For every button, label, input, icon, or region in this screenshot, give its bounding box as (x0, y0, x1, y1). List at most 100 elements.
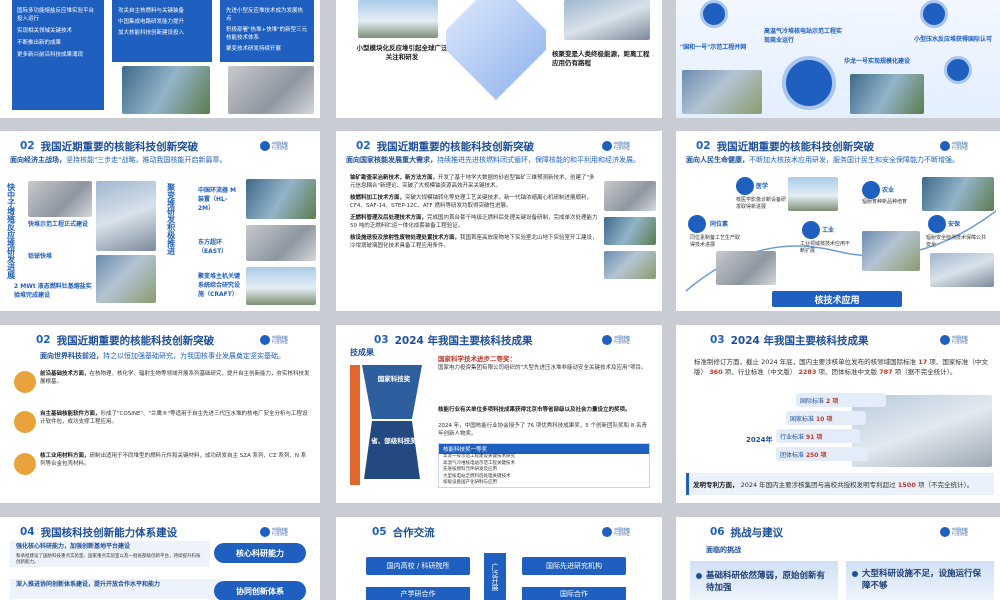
node-circle-3 (944, 56, 972, 84)
list-item: 铀矿勘查采治新技术，新方法方面，开发了基于地学大数据的砂岩型铀矿三维预测新技术，… (350, 175, 595, 189)
slide-thumb-r1-c1[interactable]: 国际多功能熔盐反应堆实验平台投入运行 实现相关领域关键技术 不断推出新的成果 更… (0, 0, 320, 118)
stat-bar: 行业标准 91 项 (776, 429, 860, 443)
tri-top-label: 国家科技奖 (377, 375, 411, 383)
slide-title: 我国近期重要的核能科技创新突破 (376, 140, 535, 153)
slide-thumb-r1-c3[interactable]: "国和一号"示范工程并网 高温气冷堆核电站示范工程实现商业运行 华龙一号实现规模… (676, 0, 1000, 118)
slide-thumb-r4-c1[interactable]: 04 我国核科技创新能力体系建设 中国核能行业协会 强化核心科研能力，加强创新基地… (0, 517, 320, 600)
east-label: 东方超环（EAST） (198, 239, 228, 255)
point-title-1: 强化核心科研能力，加强创新基地平台建设 (16, 543, 131, 550)
agri-icon (862, 181, 880, 199)
fuel-photo-3 (604, 251, 656, 279)
slide-thumb-r1-c2[interactable]: 小型模块化反应堆引起全球广泛关注和研发 核聚变是人类终极能源，距离工程应用仍有路… (336, 0, 662, 118)
bullet-icon-2 (14, 411, 36, 433)
msr-label: 2 MWt 液态燃料钍基熔盐实验堆完成建设 (14, 283, 92, 299)
slide-title: 2024 年我国主要核科技成果 (394, 334, 533, 347)
col3-3: 聚变技术研发持续开展 (226, 45, 282, 52)
section-num: 02 (356, 140, 371, 152)
section-num: 04 (20, 526, 35, 538)
bullet-dot (696, 573, 702, 579)
col2-3: 加大核能科技创新建设投入 (118, 29, 185, 36)
left-caption: 技成果 (350, 348, 374, 357)
table-row: 核级设备国产化研制与应用 (443, 480, 497, 486)
cat-agri: 农业 (882, 187, 895, 194)
medical-photo (788, 177, 838, 211)
company-logo: 中国核能行业协会 (260, 140, 312, 152)
msr-photo (96, 255, 156, 303)
list-item: 自主基础核能软件方面，形成了"COSINE"、"兰鹰®"等适用于自主先进三代压水… (40, 411, 308, 425)
subtitle-lead: 面向经济主战场， (10, 156, 66, 164)
section-num: 02 (36, 334, 51, 346)
lbe-photo (96, 181, 156, 251)
bullet-dot (852, 571, 858, 577)
fast-reactor-photo (28, 181, 92, 217)
point-title-2: 深入推进协同创新体系建设，提升开放合作水平和能力 (16, 581, 161, 588)
section-num: 02 (696, 140, 711, 152)
node-circle-2 (920, 0, 948, 28)
bullet-panel-1: 国际多功能熔盐反应堆实验平台投入运行 实现相关领域关键技术 不断推出新的成果 更… (12, 0, 104, 110)
agri-photo (922, 177, 994, 211)
subtitle-body: 持之以恒加强基础研究，为我国核事业发展奠定坚实基础。 (103, 352, 285, 360)
company-logo: 中国核能行业协会 (260, 334, 312, 346)
craft-label: 聚变堆主机关键系统综合研究设施（CRAFT） (198, 273, 241, 298)
year-label: 2024年 (746, 436, 773, 444)
company-logo: 中国核能行业协会 (260, 526, 312, 538)
slide-title: 我国核科技创新能力体系建设 (40, 526, 178, 539)
slide-title: 合作交流 (392, 526, 435, 539)
slide-thumb-r3-c1[interactable]: 02 我国近期重要的核能科技创新突破 中国核能行业协会 面向世界科技前沿，持之以恒… (0, 325, 320, 503)
company-logo: 中国核能行业协会 (602, 140, 654, 152)
award-pyramid (350, 365, 422, 485)
assoc-text: 2024 年，中国核能行业协会授予了 76 项优秀科技成果奖，5 个创新团队奖和… (438, 423, 647, 437)
fast-reactor-label: 快堆示范工程正式建设 (28, 221, 89, 228)
tri-bot-label: 省、部级科技奖 (371, 437, 417, 445)
cat-isotope-desc: 同位素制备工艺生产取得技术进展 (690, 235, 741, 249)
bullet-panel-2: 攻关自主核燃料与关键装备 中国集成电路研发能力提升 加大核能科技创新建设投入 (112, 0, 212, 62)
cat-medical: 医学 (756, 183, 769, 190)
table-row: 华龙一号示范工程建设关键技术研究 (443, 454, 515, 459)
bullet-3: 不断推出新的成果 (17, 39, 62, 46)
award-title: 国家科学技术进步二等奖： (438, 355, 516, 363)
industry-icon (802, 221, 820, 239)
section-num: 05 (372, 526, 387, 538)
challenge-card-2: 大型科研设施不足，设施运行保障不够 (846, 561, 994, 600)
medical-icon (736, 177, 754, 195)
table-row: 高温气冷堆核电站示范工程关键技术 (443, 460, 515, 466)
fusion-photo (564, 0, 650, 40)
subtitle-lead: 面向世界科技前沿， (40, 352, 103, 360)
pill-collab: 协同创新体系 (214, 581, 306, 600)
provincial-text: 核能行业有关单位多项科技成果获得北京市等省部级以及社会力量设立的奖项。 (438, 407, 631, 413)
list-item: 核工业用材料方面，研制出适用于不同堆型的燃料元件和关键材料，成功研发自主 SZA… (40, 453, 307, 467)
col2-1: 攻关自主核燃料与关键装备 (118, 8, 185, 14)
scale-tag: 华龙一号实现规模化建设 (844, 58, 911, 65)
hl2m-label: 中国环流器 M 装置（HL-2M） (198, 187, 237, 212)
bullet-2: 实现相关领域关键技术 (17, 27, 73, 34)
col3-1: 先进小型反应堆技术成为发展热点 (226, 8, 304, 22)
challenge-text-1: 基础科研依然薄弱，原始创新有待加强 (706, 571, 826, 593)
section-num: 06 (710, 526, 725, 538)
point-text-1: 和承担建设了国防科技重点实验室、国家重点实验室以及一批省部级创新平台，持续提升科… (16, 553, 201, 566)
section-num: 02 (20, 140, 35, 152)
cat-isotope: 同位素 (710, 221, 729, 228)
slide-title: 挑战与建议 (730, 526, 784, 539)
bullet-icon-1 (14, 371, 36, 393)
point-box-1: 强化核心科研能力，加强创新基地平台建设 和承担建设了国防科技重点实验室、国家重点… (10, 541, 210, 567)
slide-title: 我国近期重要的核能科技创新突破 (40, 140, 199, 153)
left-vertical-label: 快中子增殖反应堆研发进展 (6, 183, 16, 279)
industry-academia-box: 产学研合作 (366, 587, 470, 600)
cat-security: 安保 (948, 221, 961, 228)
slide-title: 我国近期重要的核能科技创新突破 (56, 334, 215, 347)
fuel-photo-2 (604, 217, 656, 245)
intl-box: 国际先进研究机构 (522, 557, 626, 575)
list-item: 核燃料加工技术方面，突破大规模铀转化等处理工艺关键技术，新一代铀浓缩离心机研制进… (350, 194, 593, 209)
industry-photo (862, 231, 920, 271)
table-row: 大型核电站乏燃料后处理关键技术 (443, 473, 511, 479)
hualong-tag: "国和一号"示范工程并网 (680, 44, 747, 51)
challenge-sub: 面临的挑战 (706, 546, 741, 554)
point-box-2: 深入推进协同创新体系建设，提升开放合作水平和能力 (10, 579, 220, 599)
